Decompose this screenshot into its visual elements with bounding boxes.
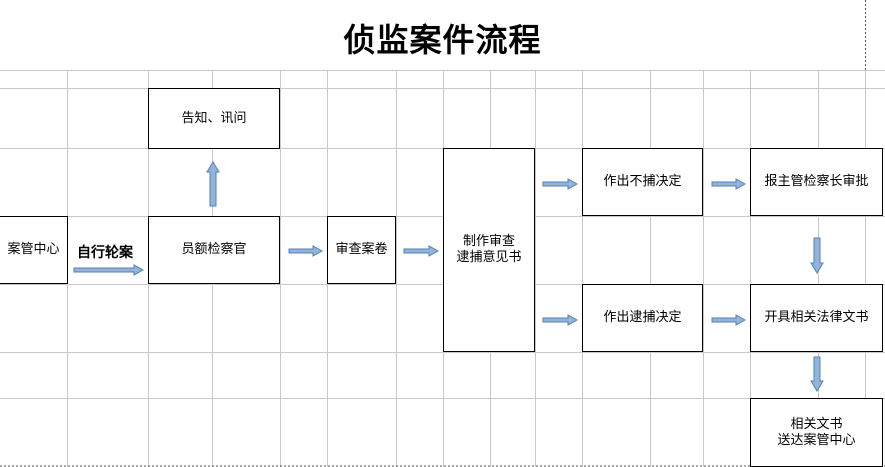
node-review-file: 审查案卷: [327, 216, 396, 284]
arrow-center-to-inspector: [73, 264, 145, 276]
node-notify-interrogate: 告知、讯问: [148, 88, 280, 149]
arrow-opinion-to-arrest: [542, 314, 579, 326]
arrow-opinion-to-no-arrest: [542, 178, 579, 190]
arrow-inspector-to-notify: [206, 161, 220, 207]
node-inspector: 员额检察官: [148, 216, 280, 284]
arrow-inspector-to-review: [288, 245, 324, 257]
node-arrest-decision: 作出逮捕决定: [582, 284, 703, 352]
page-title: 侦监案件流程: [343, 21, 542, 59]
node-case-center: 案管中心: [0, 216, 68, 284]
arrow-arrest-to-legal-docs: [711, 314, 747, 326]
arrow-report-to-legal-docs: [810, 237, 824, 274]
label-self-rotation: 自行轮案: [77, 245, 133, 261]
arrow-review-to-opinion: [403, 245, 440, 257]
node-opinion: 制作审查 逮捕意见书: [443, 148, 535, 352]
node-report-approval: 报主管检察长审批: [750, 148, 883, 216]
flow-arrows: [73, 161, 824, 392]
arrow-no-arrest-to-report: [711, 178, 747, 190]
node-no-arrest-decision: 作出不捕决定: [582, 148, 703, 216]
node-legal-documents: 开具相关法律文书: [750, 284, 883, 352]
arrow-legal-docs-to-deliver: [810, 356, 824, 392]
node-deliver-documents: 相关文书 送达案管中心: [750, 398, 883, 467]
